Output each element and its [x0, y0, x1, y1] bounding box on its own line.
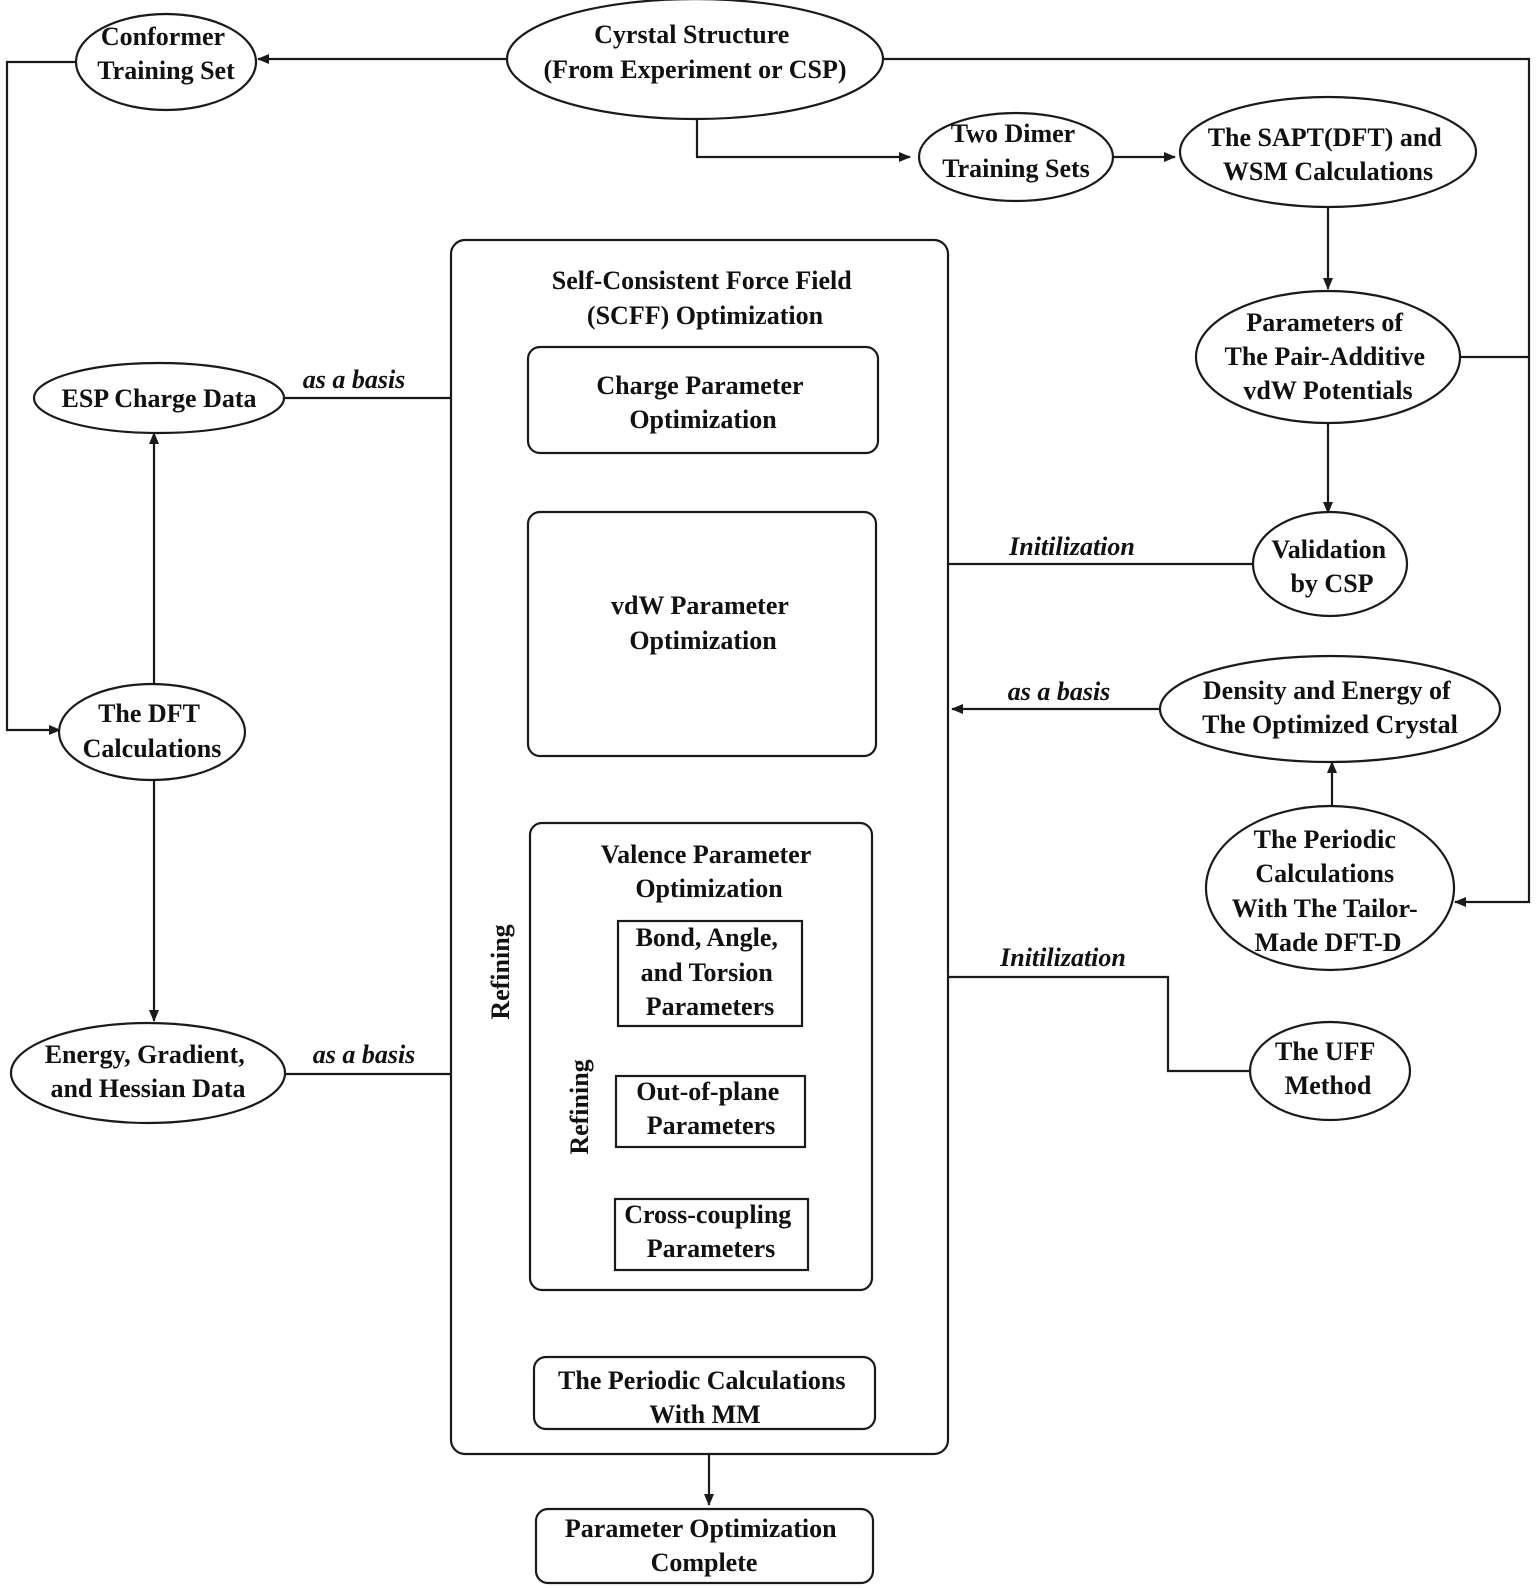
two-dimer-training-sets-label: Two Dimer Training Sets	[942, 119, 1090, 183]
pair-additive-label: Parameters of The Pair-Additive vdW Pote…	[1224, 308, 1431, 405]
density-energy-label: Density and Energy of The Optimized Crys…	[1202, 676, 1458, 739]
edge-crystal-to-periodic-dftd	[875, 57, 1531, 907]
edge-labels: as a basis as a basis as a basis Initili…	[303, 365, 1135, 1155]
cross-coupling-label: Cross-coupling Parameters	[624, 1200, 798, 1263]
scff-title: Self-Consistent Force Field (SCFF) Optim…	[552, 266, 858, 330]
periodic-mm-label: The Periodic Calculations With MM	[558, 1366, 852, 1429]
sapt-wsm-node	[1178, 95, 1478, 209]
esp-charge-data-node	[32, 361, 286, 435]
energy-gradient-hessian-label: Energy, Gradient, and Hessian Data	[45, 1040, 252, 1103]
sapt-wsm-label: The SAPT(DFT) and WSM Calculations	[1208, 123, 1449, 186]
charge-param-opt-label: Charge Parameter Optimization	[596, 371, 809, 434]
out-of-plane-label: Out-of-plane Parameters	[636, 1077, 786, 1140]
vdw-param-opt-box	[526, 510, 878, 758]
periodic-dftd-label: The Periodic Calculations With The Tailo…	[1232, 825, 1424, 957]
density-energy-node	[1158, 654, 1502, 764]
energy-gradient-hessian-node	[9, 1021, 287, 1125]
refining-outer-label: Refining	[486, 924, 515, 1019]
as-a-basis-esp-label: as a basis	[303, 365, 406, 394]
edge-uff-to-bond	[802, 972, 1251, 1073]
out-of-plane-box	[614, 1074, 807, 1149]
two-dimer-training-sets-node	[917, 111, 1115, 203]
periodic-dftd-node	[1204, 804, 1456, 972]
refining-inner-label: Refining	[565, 1059, 594, 1154]
conformer-training-set-label: Conformer Training Set	[97, 22, 235, 85]
initialization-validation-label: Initilization	[1008, 532, 1135, 561]
esp-charge-data-label: ESP Charge Data	[62, 384, 257, 413]
bond-angle-torsion-box	[616, 919, 804, 1028]
dft-calculations-label: The DFT Calculations	[83, 699, 222, 763]
dft-calculations-node	[57, 682, 247, 782]
periodic-mm-box	[532, 1355, 877, 1431]
crystal-structure-label: Cyrstal Structure (From Experiment or CS…	[543, 20, 846, 84]
parameter-opt-complete-label: Parameter Optimization Complete	[565, 1514, 843, 1577]
uff-method-node	[1248, 1020, 1412, 1122]
bond-angle-torsion-label: Bond, Angle, and Torsion Parameters	[636, 923, 785, 1021]
conformer-training-set-node	[74, 12, 258, 112]
edge-conformer-to-dft	[5, 60, 77, 735]
initialization-uff-label: Initilization	[999, 943, 1126, 972]
charge-param-opt-box	[526, 345, 880, 455]
uff-method-label: The UFF Method	[1275, 1037, 1381, 1100]
node-labels: Cyrstal Structure (From Experiment or CS…	[45, 20, 1458, 1577]
parameter-opt-complete-box	[534, 1507, 875, 1585]
crystal-structure-node	[505, 0, 885, 121]
as-a-basis-density-label: as a basis	[1008, 677, 1111, 706]
valence-param-opt-label: Valence Parameter Optimization	[601, 840, 818, 903]
validation-by-csp-node	[1251, 510, 1409, 618]
as-a-basis-energy-label: as a basis	[313, 1040, 416, 1069]
validation-by-csp-label: Validation by CSP	[1271, 535, 1392, 598]
cross-coupling-box	[613, 1197, 810, 1272]
pair-additive-node	[1194, 289, 1462, 425]
vdw-param-opt-label: vdW Parameter Optimization	[611, 591, 795, 655]
edge-crystal-to-dimer	[695, 120, 911, 162]
